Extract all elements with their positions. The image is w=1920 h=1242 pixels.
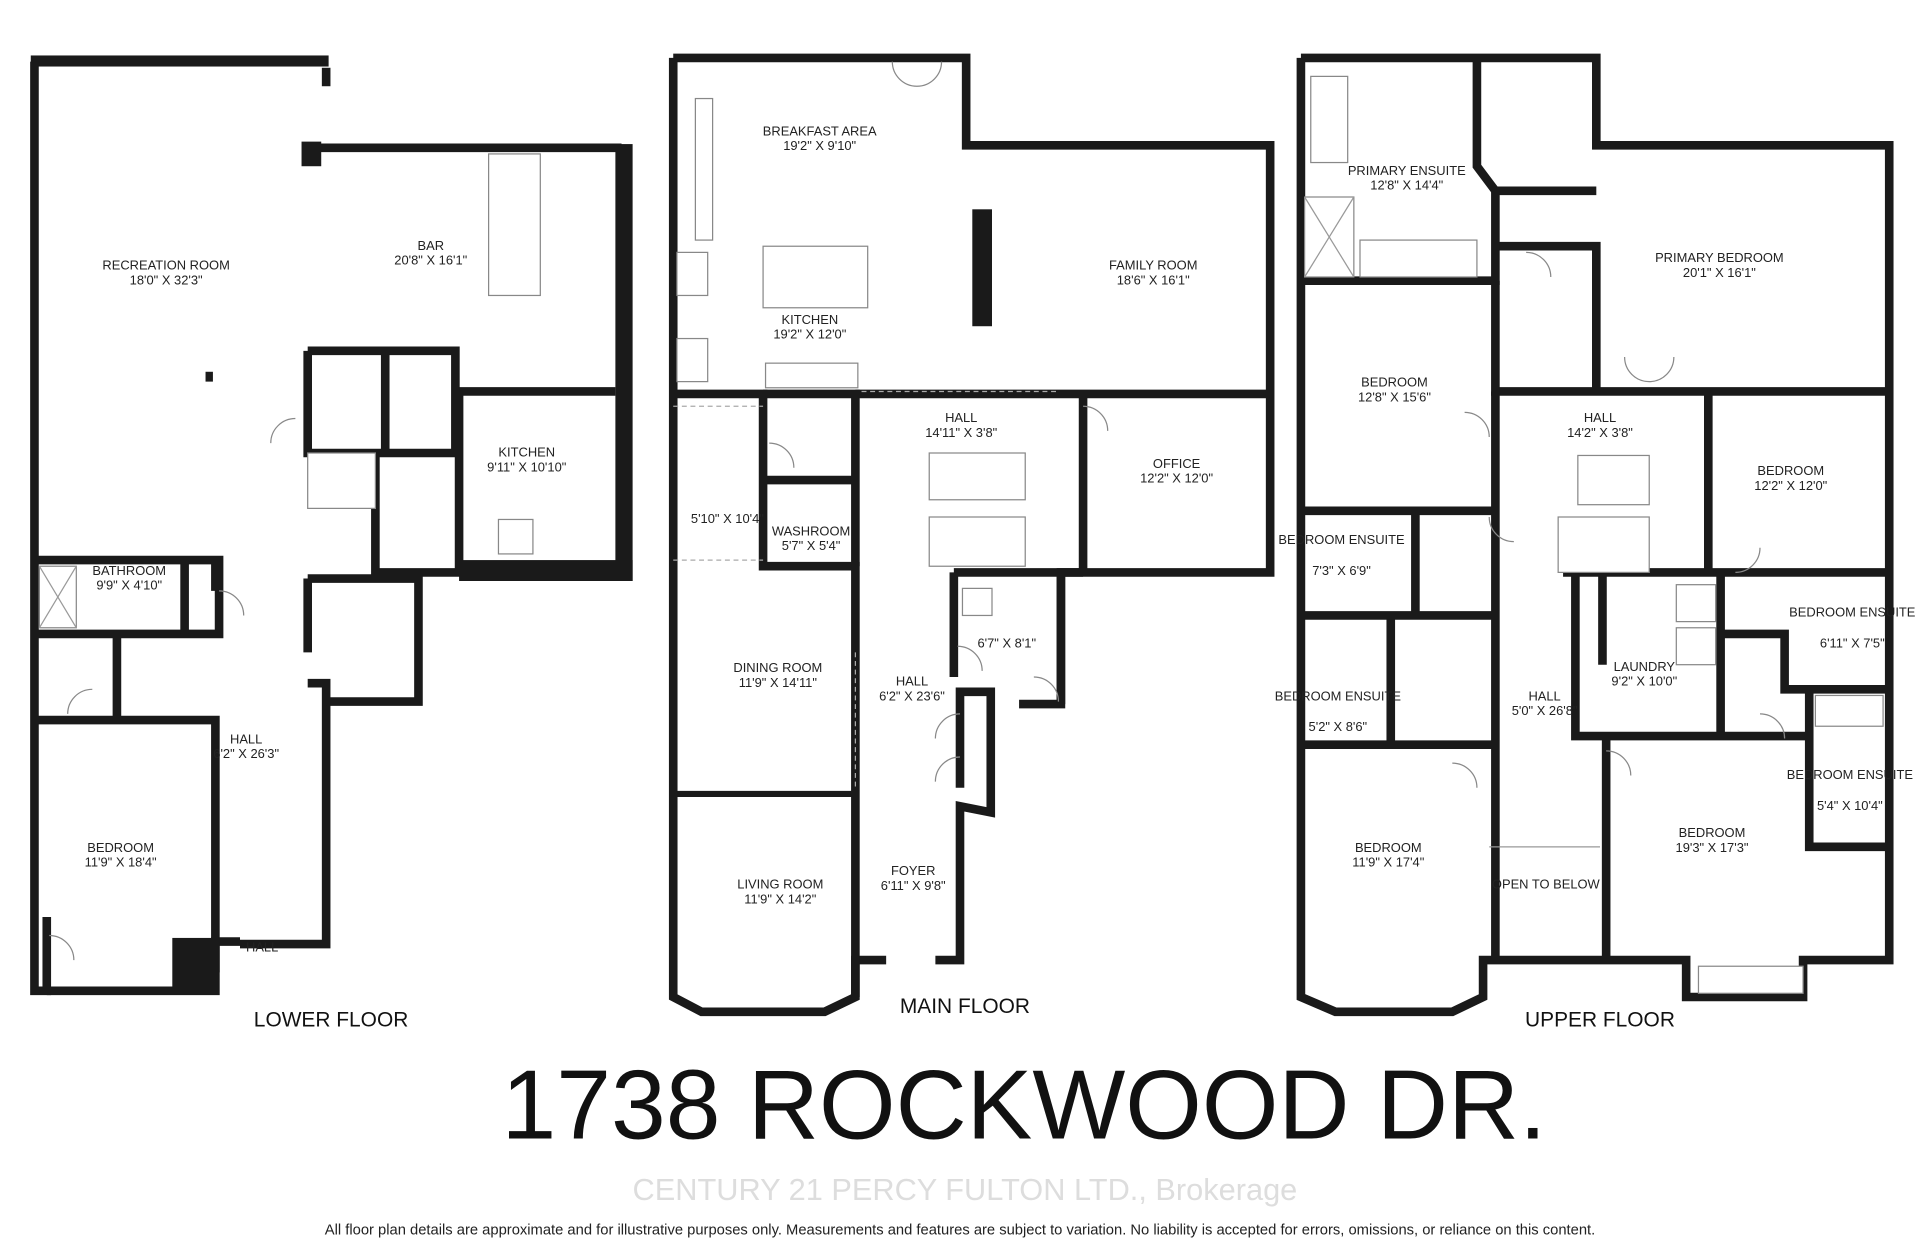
room-name: DINING ROOM [733, 660, 822, 675]
room-dims: 11'9" X 14'2" [744, 891, 816, 906]
address-title: 1738 ROCKWOOD DR. [502, 1050, 1547, 1160]
floor-label: LOWER FLOOR [254, 1009, 409, 1032]
floor-label: UPPER FLOOR [1525, 1009, 1675, 1032]
disclaimer: All floor plan details are approximate a… [325, 1223, 1595, 1239]
room-name: RECREATION ROOM [102, 258, 229, 273]
room-name: HALL [896, 674, 928, 689]
room-dims: 5'4" X 10'4" [1817, 798, 1883, 813]
room-dims: 6'7" X 8'1" [977, 635, 1036, 650]
room-dims: 6'2" X 23'6" [879, 688, 945, 703]
room-name: KITCHEN [782, 312, 839, 327]
room-dims: 5'2" X 8'6" [1309, 719, 1368, 734]
room-dims: 7'3" X 6'9" [1312, 563, 1371, 578]
room-dims: 20'1" X 16'1" [1683, 265, 1756, 280]
room-dims: 5'10" X 10'4" [691, 511, 764, 526]
room-dims: 6'11" X 9'8" [881, 878, 946, 893]
room-name: WASHROOM [772, 523, 850, 538]
room-dims: 5'7" X 5'4" [782, 538, 841, 553]
room-name: LAUNDRY [1614, 659, 1676, 674]
upper-floor-plan: PRIMARY ENSUITE 12'8" X 14'4" PRIMARY BE… [1275, 53, 1916, 1032]
room-name: OFFICE [1153, 456, 1201, 471]
room-name: PRIMARY ENSUITE [1348, 163, 1466, 178]
room-dims: 6'2" X 26'3" [213, 746, 279, 761]
room-name: HALL [1584, 410, 1616, 425]
room-name: OPEN TO BELOW [1492, 877, 1601, 892]
room-dims: 12'2" X 12'0" [1140, 471, 1213, 486]
room-dims: 18'6" X 16'1" [1117, 272, 1190, 287]
room-name: BEDROOM [1361, 375, 1428, 390]
room-name: BATHROOM [92, 563, 166, 578]
room-name: HALL [1528, 688, 1560, 703]
room-name: BREAKFAST AREA [763, 123, 877, 138]
room-name: BEDROOM ENSUITE [1789, 605, 1916, 620]
room-dims: 14'2" X 3'8" [1567, 425, 1633, 440]
floor-label: MAIN FLOOR [900, 995, 1030, 1018]
room-dims: 11'9" X 18'4" [85, 855, 157, 870]
room-dims: 11'9" X 17'4" [1352, 855, 1424, 870]
room-name: BEDROOM [1679, 825, 1746, 840]
room-name: KITCHEN [498, 445, 555, 460]
room-name: BEDROOM [1355, 840, 1422, 855]
room-name: HALL [230, 731, 262, 746]
main-floor-plan: BREAKFAST AREA 19'2" X 9'10" KITCHEN 19'… [668, 53, 1275, 1018]
brokerage-watermark: CENTURY 21 PERCY FULTON LTD., Brokerage [633, 1172, 1298, 1207]
room-dims: 20'8" X 16'1" [394, 253, 467, 268]
room-dims: 5'0" X 26'8" [1512, 703, 1578, 718]
room-dims: 19'2" X 12'0" [773, 327, 846, 342]
room-name: BAR [417, 238, 444, 253]
room-dims: 12'2" X 12'0" [1754, 478, 1827, 493]
lower-floor-plan: RECREATION ROOM 18'0" X 32'3" BAR 20'8" … [30, 55, 633, 1032]
room-dims: 11'9" X 14'11" [739, 675, 818, 690]
room-dims: 9'2" X 10'0" [1611, 674, 1677, 689]
room-dims: 19'3" X 17'3" [1676, 840, 1749, 855]
room-dims: 6'11" X 7'5" [1820, 635, 1885, 650]
room-name: HALL [246, 939, 278, 954]
room-name: BEDROOM [1757, 463, 1824, 478]
room-name: BEDROOM ENSUITE [1275, 688, 1402, 703]
room-dims: 12'8" X 15'6" [1358, 389, 1431, 404]
room-dims: 9'9" X 4'10" [96, 578, 162, 593]
room-name: FAMILY ROOM [1109, 258, 1197, 273]
room-dims: 12'8" X 14'4" [1370, 178, 1443, 193]
room-dims: 9'11" X 10'10" [487, 459, 567, 474]
room-name: PRIMARY BEDROOM [1655, 250, 1784, 265]
room-name: LIVING ROOM [737, 877, 823, 892]
room-name: HALL [945, 410, 977, 425]
room-name: FOYER [891, 863, 935, 878]
room-name: BEDROOM [87, 840, 154, 855]
room-dims: 19'2" X 9'10" [783, 138, 856, 153]
room-name: BEDROOM ENSUITE [1787, 767, 1914, 782]
room-dims: 18'0" X 32'3" [130, 272, 203, 287]
room-name: BEDROOM ENSUITE [1278, 532, 1405, 547]
room-dims: 14'11" X 3'8" [925, 425, 997, 440]
